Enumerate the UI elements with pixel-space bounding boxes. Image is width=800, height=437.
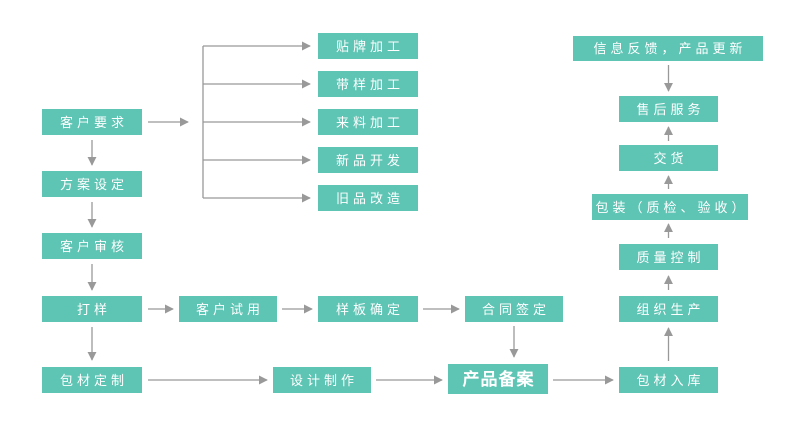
node-sampling: 打样 bbox=[42, 296, 142, 322]
node-incoming-material-processing: 来料加工 bbox=[318, 109, 418, 135]
node-packaging-material-customization: 包材定制 bbox=[42, 367, 142, 393]
node-old-product-renovation: 旧品改造 bbox=[318, 185, 418, 211]
node-design-production: 设计制作 bbox=[273, 367, 371, 393]
node-info-feedback-product-update: 信息反馈，产品更新 bbox=[573, 36, 763, 61]
node-packaging-inspection: 包装（质检、验收） bbox=[592, 194, 748, 220]
node-packaging-material-warehousing: 包材入库 bbox=[619, 367, 718, 393]
node-delivery: 交货 bbox=[619, 145, 718, 171]
node-oem-processing: 贴牌加工 bbox=[318, 33, 418, 59]
node-product-registration: 产品备案 bbox=[448, 364, 548, 394]
node-after-sales-service: 售后服务 bbox=[619, 96, 718, 122]
node-sample-based-processing: 带样加工 bbox=[318, 71, 418, 97]
node-production-organization: 组织生产 bbox=[619, 296, 718, 322]
node-quality-control: 质量控制 bbox=[619, 244, 718, 270]
node-new-product-development: 新品开发 bbox=[318, 147, 418, 173]
node-customer-requirements: 客户要求 bbox=[42, 109, 142, 135]
node-sample-confirmation: 样板确定 bbox=[318, 296, 418, 322]
node-plan-setting: 方案设定 bbox=[42, 171, 142, 197]
node-customer-trial: 客户试用 bbox=[179, 296, 277, 322]
node-contract-signing: 合同签定 bbox=[465, 296, 563, 322]
node-customer-review: 客户审核 bbox=[42, 233, 142, 259]
